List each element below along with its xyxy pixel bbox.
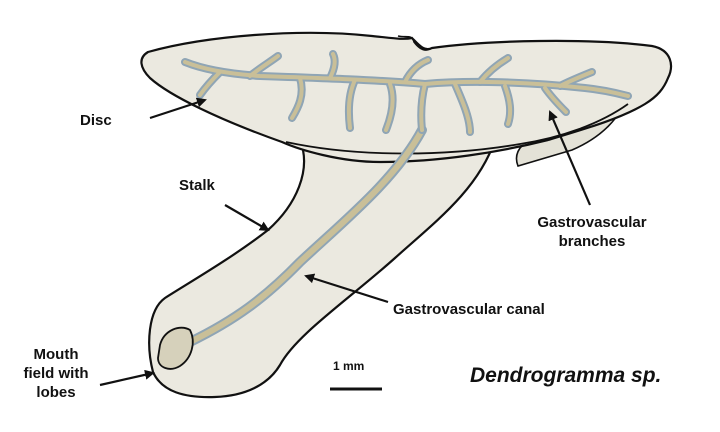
mouth-field [157,326,194,370]
disc-label: Disc [80,112,112,129]
disc-arrow [149,97,207,120]
species-name: Dendrogramma sp. [470,364,662,387]
mouth-label-line2: field with [23,365,89,382]
mouth-arrow [99,369,155,387]
gastrovascular-canal-core [187,127,425,345]
gv-branches-arrow [548,110,592,206]
mouth-label: Mouth field with lobes [6,345,106,402]
mouth-label-line3: lobes [36,384,76,401]
disc-notch [397,35,433,51]
gv-canal-label: Gastrovascular canal [393,301,545,318]
disc-shape [140,31,672,164]
disc-rim-line [285,103,629,155]
stalk-shape [148,138,497,399]
gv-canal-arrow [304,273,389,304]
stalk-arrow [224,204,270,232]
gv-branches-label: Gastrovascular branches [526,213,658,251]
scale-bar-label: 1 mm [333,359,365,373]
gv-branches-label-line1: Gastrovascular [537,214,647,231]
gv-branches-label-line2: branches [558,233,626,250]
mouth-label-line1: Mouth [33,346,79,363]
gastrovascular-branches [181,50,632,136]
stalk-label: Stalk [179,177,215,194]
